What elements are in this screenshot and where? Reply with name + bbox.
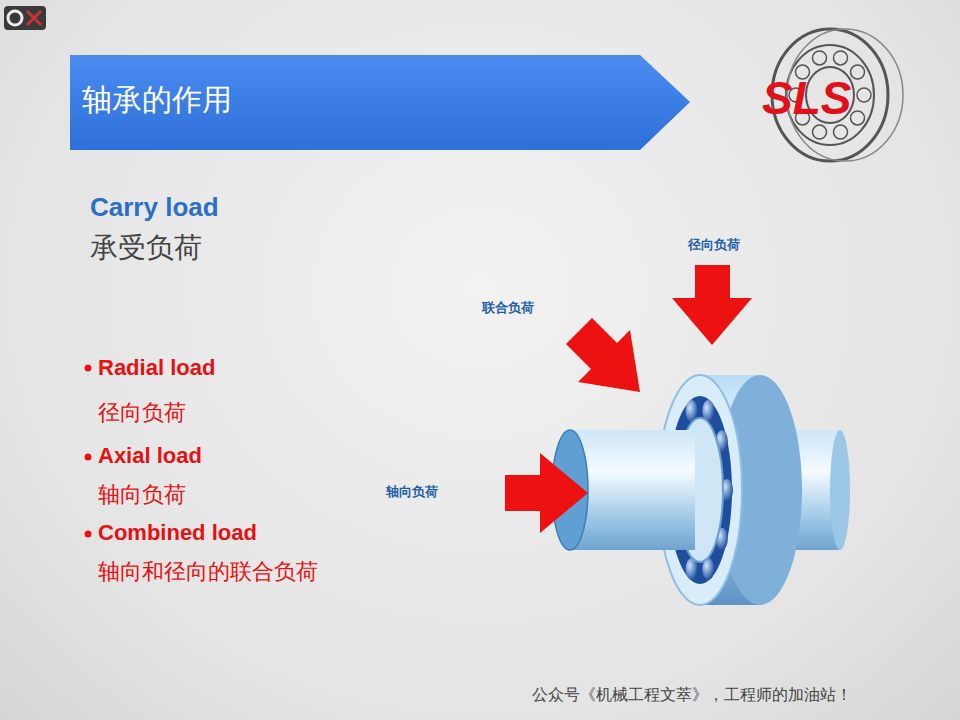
logo-ball bbox=[812, 51, 826, 65]
radial-load-arrow bbox=[672, 265, 752, 345]
load-label: 联合负荷 bbox=[482, 301, 534, 316]
logo-ball bbox=[812, 125, 826, 139]
logo-ball bbox=[851, 65, 865, 79]
logo-ball bbox=[857, 88, 871, 102]
shaft-end bbox=[830, 430, 850, 550]
bullet-item: Radial load bbox=[98, 355, 215, 380]
logo-ball bbox=[851, 111, 865, 125]
bullet-item: Combined load bbox=[98, 520, 257, 545]
combined-load-arrow bbox=[566, 318, 640, 392]
corner-logo bbox=[4, 6, 46, 30]
heading-cn: 承受负荷 bbox=[90, 232, 202, 264]
bullet-item-cn: 径向负荷 bbox=[98, 400, 186, 425]
logo-text: SLS bbox=[762, 72, 851, 125]
title-band bbox=[70, 55, 690, 150]
bullet-item: Axial load bbox=[98, 443, 202, 468]
logo-ball bbox=[834, 51, 848, 65]
slide-title: 轴承的作用 bbox=[82, 83, 232, 118]
load-label: 轴向负荷 bbox=[386, 485, 438, 500]
footer-note: 公众号《机械工程文萃》，工程师的加油站！ bbox=[532, 686, 852, 704]
bullet-item-cn: 轴向负荷 bbox=[98, 482, 186, 507]
heading: Carry load bbox=[90, 193, 219, 223]
load-label: 径向负荷 bbox=[688, 238, 740, 253]
logo-ball bbox=[834, 125, 848, 139]
bullet bbox=[85, 365, 92, 538]
bullet-item-cn: 轴向和径向的联合负荷 bbox=[98, 559, 318, 584]
axial-load-arrow bbox=[505, 453, 588, 533]
